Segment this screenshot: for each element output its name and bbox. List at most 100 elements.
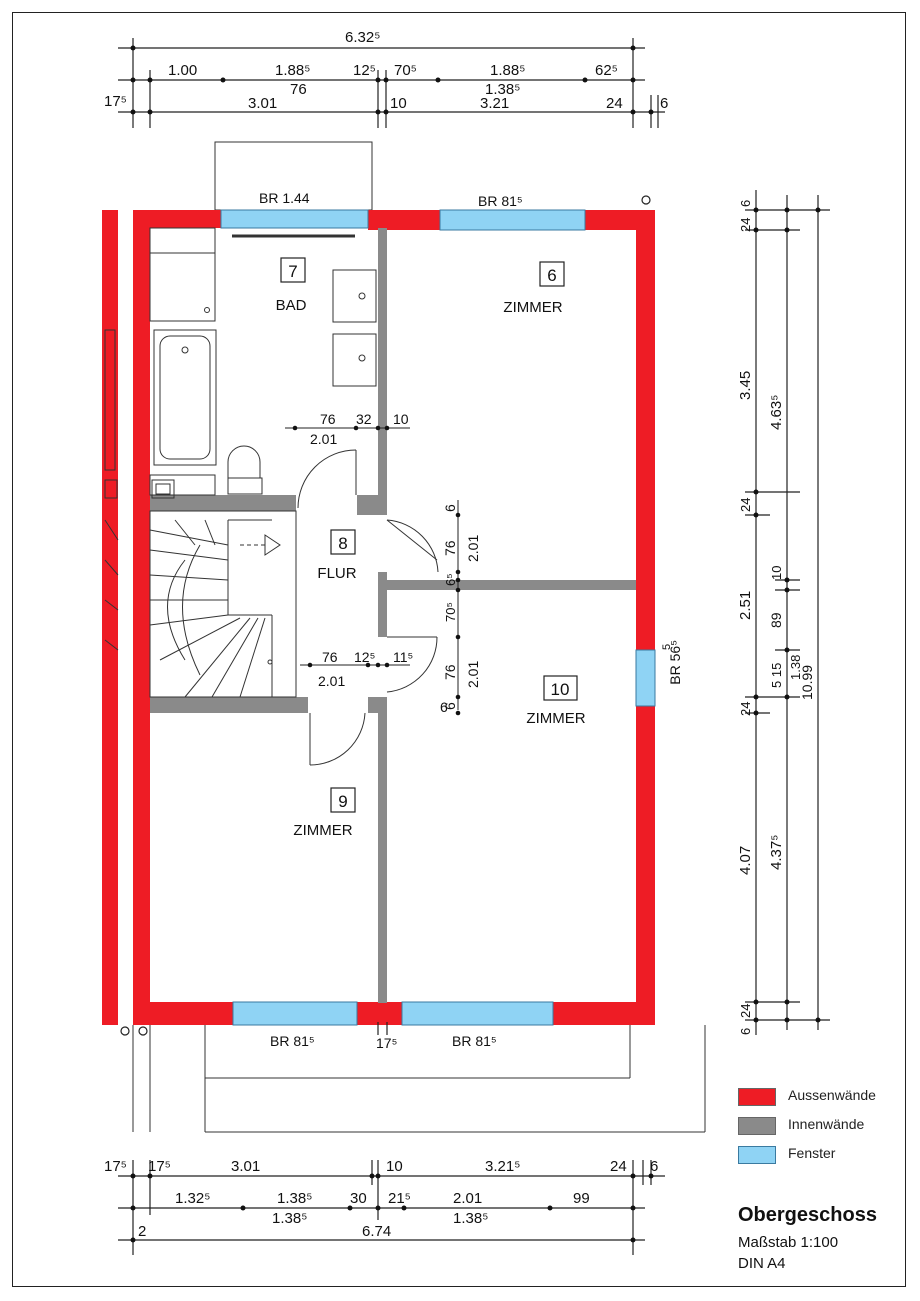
legend-label: Aussenwände [788, 1087, 876, 1103]
inner-dim-lines [285, 427, 459, 710]
dim-right: 5 15 [769, 663, 784, 688]
dim-bottom: 24 [610, 1158, 627, 1175]
dim-right: 10.99 [799, 665, 815, 700]
room-number-zimmer9: 9 [338, 792, 347, 811]
right-dim-lines [745, 190, 830, 1035]
legend-swatch [738, 1146, 776, 1164]
dim-top: 24 [606, 95, 623, 112]
dim-right: 24 [738, 218, 753, 232]
dim-inner: 2.01 [465, 535, 481, 562]
dim-top: 3.01 [248, 95, 277, 112]
dim-right: 6 [738, 200, 753, 207]
dim-top: 1.88⁵ [490, 62, 525, 79]
dim-bottom: 17⁵ [376, 1035, 397, 1051]
dim-top: 17⁵ [104, 93, 127, 110]
room-name-zimmer6: ZIMMER [503, 299, 562, 316]
doors [297, 449, 439, 766]
dim-right: 6 [738, 1028, 753, 1035]
interior-walls [150, 228, 636, 1003]
window-label-zimmer6: BR 81⁵ [478, 193, 523, 209]
dim-inner: 6⁵ [443, 573, 458, 586]
dim-bottom: 1.38⁵ [272, 1210, 307, 1227]
room-name-zimmer9: ZIMMER [293, 822, 352, 839]
dim-inner: 10 [393, 411, 409, 427]
dim-bottom: 2.01 [453, 1190, 482, 1207]
dim-top: 76 [290, 81, 307, 98]
dim-right: 89 [768, 612, 784, 628]
dim-inner: 76 [320, 411, 336, 427]
room-name-flur: FLUR [317, 565, 356, 582]
room-number-zimmer10: 10 [551, 680, 570, 699]
window-label-zimmer10-side: BR 56⁵ [667, 640, 683, 685]
legend-label: Fenster [788, 1145, 836, 1161]
legend-swatch [738, 1088, 776, 1106]
dim-top: 3.21 [480, 95, 509, 112]
dim-top: 1.88⁵ [275, 62, 310, 79]
dim-right: 24 [738, 1004, 753, 1018]
dim-bottom: 3.01 [231, 1158, 260, 1175]
dim-inner: 76 [442, 540, 458, 556]
dim-right: 3.45 [737, 371, 754, 400]
dim-bottom: 17⁵ [104, 1158, 127, 1175]
dim-bottom: 21⁵ [388, 1190, 411, 1207]
legend-label: Innenwände [788, 1116, 865, 1132]
window-label-bad: BR 1.44 [259, 190, 310, 206]
dim-inner: 2.01 [465, 661, 481, 688]
dim-total-width: 6.32⁵ [345, 29, 380, 46]
bottom-dim-lines [118, 1022, 665, 1255]
dim-right: 2.51 [737, 591, 754, 620]
window-label-zimmer9: BR 81⁵ [270, 1033, 315, 1049]
dim-top: 12⁵ [353, 62, 376, 79]
dim-inner: 76 [322, 649, 338, 665]
dim-top: 62⁵ [595, 62, 618, 79]
dim-top: 70⁵ [394, 62, 417, 79]
dim-bottom: 1.38⁵ [277, 1190, 312, 1207]
top-dimensions [118, 38, 665, 128]
dim-inner: 12⁵ [354, 649, 375, 665]
dim-inner: 32 [356, 411, 372, 427]
dim-bottom: 17⁵ [148, 1158, 171, 1175]
drawing-frame [12, 12, 906, 1287]
dim-top: 10 [390, 95, 407, 112]
windows [220, 209, 656, 1026]
staircase [104, 510, 297, 698]
legend-swatch [738, 1117, 776, 1135]
room-name-zimmer10: ZIMMER [526, 710, 585, 727]
dim-bottom: 3.21⁵ [485, 1158, 520, 1175]
bath-fixtures [104, 227, 377, 499]
right-dim-ticks [753, 207, 821, 1023]
plan-title: Obergeschoss [738, 1204, 877, 1226]
inner-dim-ticks [292, 425, 461, 716]
dim-inner: 2.01 [310, 431, 337, 447]
dim-inner: 11⁵ [393, 649, 413, 665]
room-number-zimmer6: 6 [547, 266, 556, 285]
room-name-bad: BAD [276, 297, 307, 314]
bottom-dim-ticks [130, 1173, 654, 1243]
room-labels [280, 257, 578, 813]
dim-inner: 76 [442, 664, 458, 680]
dim-bottom: 30 [350, 1190, 367, 1207]
plan-paper: DIN A4 [738, 1255, 786, 1272]
room-number-bad: 7 [288, 262, 297, 281]
corner-markers [120, 195, 651, 1036]
dim-bottom: 1.32⁵ [175, 1190, 210, 1207]
dim-right: 10 [769, 566, 784, 580]
dim-bottom: 2 [138, 1223, 146, 1240]
dim-bottom: 6 [650, 1158, 658, 1175]
dim-right: 4.07 [737, 846, 754, 875]
dim-right: 1.38 [788, 655, 803, 680]
dim-top: 1.38⁵ [485, 81, 520, 98]
dim-inner: 2.01 [318, 673, 345, 689]
room-number-flur: 8 [338, 534, 347, 553]
dim-top: 1.00 [168, 62, 197, 79]
dim-top: 6 [660, 95, 668, 112]
plan-scale: Maßstab 1:100 [738, 1234, 839, 1251]
dim-inner: 6 [442, 504, 458, 512]
dim-inner: 6 [442, 702, 458, 710]
dim-bottom: 10 [386, 1158, 403, 1175]
dim-inner: 70⁵ [443, 602, 458, 622]
dim-bottom: 6.74 [362, 1223, 391, 1240]
dim-right: 4.63⁵ [768, 395, 785, 430]
dim-right: 24 [738, 498, 753, 512]
